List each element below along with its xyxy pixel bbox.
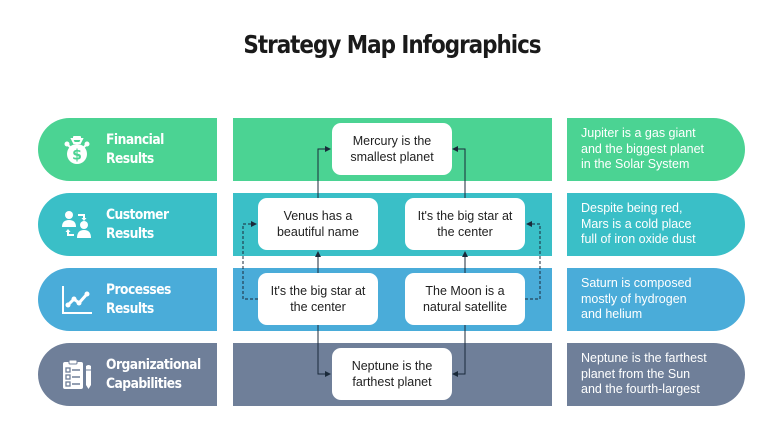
page-title: Strategy Map Infographics xyxy=(243,30,541,59)
description-text: Neptune is the farthest planet from the … xyxy=(581,351,707,397)
category-customer-results: Customer Results xyxy=(38,193,217,256)
node-mercury: Mercury is the smallest planet xyxy=(332,123,452,175)
description-financial: Jupiter is a gas giant and the biggest p… xyxy=(567,118,745,181)
description-text: Jupiter is a gas giant and the biggest p… xyxy=(581,126,705,172)
money-bag-stopwatch-icon: $ xyxy=(64,135,90,164)
category-label-line2: Results xyxy=(106,300,154,317)
description-processes: Saturn is composed mostly of hydrogen an… xyxy=(567,268,745,331)
svg-text:$: $ xyxy=(72,147,82,163)
node-venus: Venus has a beautiful name xyxy=(258,198,378,250)
category-label-line1: Processes xyxy=(106,281,171,298)
category-label-line1: Organizational xyxy=(106,356,201,373)
category-label-line2: Capabilities xyxy=(106,375,182,392)
clipboard-checklist-icon xyxy=(63,359,91,389)
category-label-line1: Customer xyxy=(106,206,169,223)
category-financial-results: $ Financial Results xyxy=(38,118,217,181)
category-label-line2: Results xyxy=(106,225,154,242)
description-text: Saturn is composed mostly of hydrogen an… xyxy=(581,276,692,322)
category-label: Organizational Capabilities xyxy=(106,356,201,394)
category-label: Processes Results xyxy=(106,281,171,319)
category-processes-results: Processes Results xyxy=(38,268,217,331)
category-organizational-capabilities: Organizational Capabilities xyxy=(38,343,217,406)
category-label: Customer Results xyxy=(106,206,169,244)
node-moon: The Moon is a natural satellite xyxy=(405,273,525,325)
node-neptune: Neptune is the farthest planet xyxy=(332,348,452,400)
category-label: Financial Results xyxy=(106,131,164,169)
category-label-line2: Results xyxy=(106,150,154,167)
category-label-line1: Financial xyxy=(106,131,164,148)
node-sun-bottom: It's the big star at the center xyxy=(258,273,378,325)
description-text: Despite being red, Mars is a cold place … xyxy=(581,201,696,247)
line-chart-icon xyxy=(62,285,92,314)
description-organizational: Neptune is the farthest planet from the … xyxy=(567,343,745,406)
description-customer: Despite being red, Mars is a cold place … xyxy=(567,193,745,256)
customers-exchange-icon xyxy=(62,210,91,238)
node-sun-top: It's the big star at the center xyxy=(405,198,525,250)
